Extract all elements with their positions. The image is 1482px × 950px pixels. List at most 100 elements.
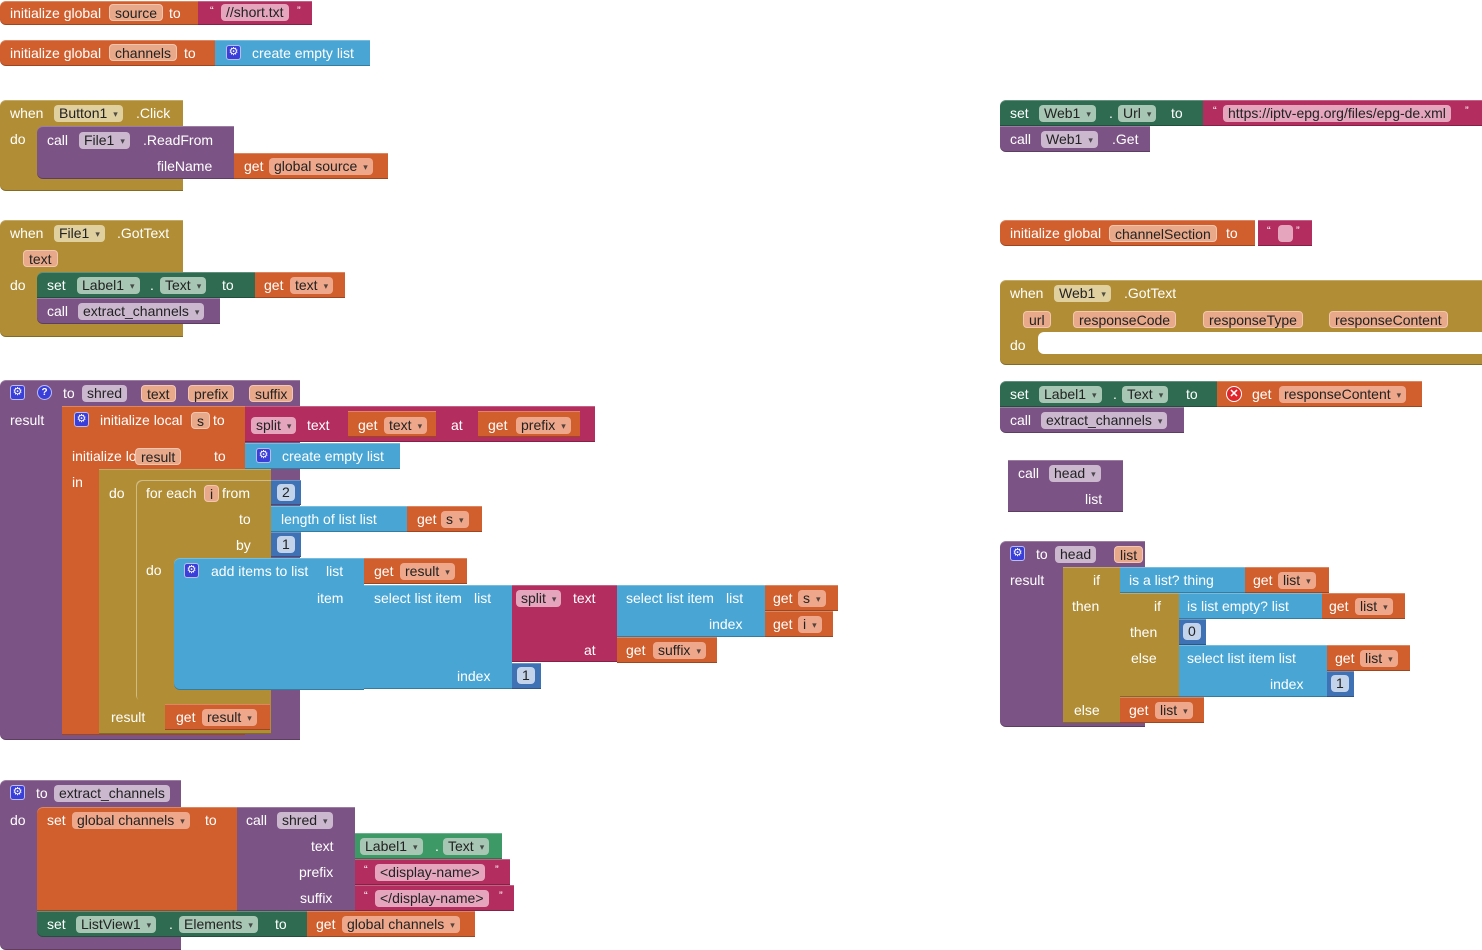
text-string-empty[interactable]: “ ”: [1258, 220, 1312, 246]
string-value[interactable]: </display-name>: [375, 890, 489, 907]
if-then-else-outer-block[interactable]: if then else: [1063, 567, 1120, 723]
set-web1-url-block[interactable]: set Web1 . Url to: [1000, 100, 1208, 126]
is-a-list-block[interactable]: is a list? thing: [1120, 567, 1245, 593]
number-value[interactable]: 2: [277, 484, 295, 501]
component-dropdown-web1[interactable]: Web1: [1039, 105, 1096, 122]
event-param-responsecontent[interactable]: responseContent: [1329, 311, 1448, 328]
procedure-name[interactable]: head: [1055, 546, 1097, 563]
mutator-gear-icon[interactable]: ⚙: [1010, 546, 1025, 561]
component-dropdown-label1[interactable]: Label1: [77, 277, 140, 294]
select-list-item-block[interactable]: select list item list index: [364, 585, 512, 689]
number-value[interactable]: 1: [1331, 675, 1349, 692]
component-dropdown-file1[interactable]: File1: [54, 225, 105, 242]
string-value[interactable]: [1278, 225, 1293, 242]
local-name-result[interactable]: result: [135, 448, 182, 465]
variable-dropdown[interactable]: prefix: [516, 417, 571, 434]
variable-dropdown[interactable]: suffix: [653, 642, 706, 659]
procedure-dropdown[interactable]: extract_channels: [78, 303, 205, 320]
variable-dropdown[interactable]: global channels: [72, 812, 190, 829]
init-global-channels-block[interactable]: initialize global channels to: [0, 40, 215, 66]
call-web1-get-block[interactable]: call Web1 .Get: [1000, 126, 1150, 152]
string-value[interactable]: https://iptv-epg.org/files/epg-de.xml: [1223, 105, 1451, 122]
component-dropdown-listview1[interactable]: ListView1: [76, 916, 157, 933]
get-s-block[interactable]: get s: [765, 585, 838, 611]
select-list-item-block[interactable]: select list item list index: [1179, 645, 1327, 697]
set-listview1-elements-block[interactable]: set ListView1 . Elements to: [37, 911, 307, 937]
get-text-block[interactable]: get text: [348, 411, 436, 437]
property-dropdown-text[interactable]: Text: [443, 838, 490, 855]
get-text-block[interactable]: get text: [255, 272, 345, 298]
split-text-block-inner[interactable]: split text at: [512, 585, 617, 662]
variable-dropdown[interactable]: result: [202, 709, 257, 726]
create-empty-list-block[interactable]: ⚙ create empty list: [245, 443, 400, 469]
mutator-gear-icon[interactable]: ⚙: [10, 385, 25, 400]
loop-var-i[interactable]: i: [204, 485, 220, 502]
get-global-channels-block[interactable]: get global channels: [307, 911, 475, 937]
variable-dropdown[interactable]: text: [290, 277, 334, 294]
get-responsecontent-block[interactable]: ✕ get responseContent: [1217, 381, 1422, 407]
select-list-item-inner-block[interactable]: select list item list index: [617, 585, 765, 637]
create-empty-list-block[interactable]: ⚙ create empty list: [215, 40, 370, 66]
mutator-gear-icon[interactable]: ⚙: [74, 412, 89, 427]
text-string-prefix[interactable]: “ <display-name> ”: [355, 859, 510, 885]
mutator-gear-icon[interactable]: ⚙: [226, 45, 241, 60]
text-string-block[interactable]: “ //short.txt ”: [198, 1, 312, 25]
set-label1-text-block[interactable]: set Label1 . Text to: [1000, 381, 1217, 407]
add-items-to-list-block[interactable]: ⚙ add items to list list item: [174, 558, 364, 690]
number-value[interactable]: 1: [517, 667, 535, 684]
mutator-gear-icon[interactable]: ⚙: [10, 785, 25, 800]
set-global-channels-block[interactable]: set global channels to: [37, 807, 237, 911]
property-dropdown-text[interactable]: Text: [160, 277, 207, 294]
component-dropdown-web1[interactable]: Web1: [1041, 131, 1098, 148]
number-block-zero[interactable]: 0: [1179, 619, 1206, 645]
procedure-dropdown[interactable]: extract_channels: [1041, 412, 1168, 429]
get-list-block[interactable]: get list: [1322, 593, 1405, 619]
number-block-by[interactable]: 1: [271, 532, 301, 557]
set-label1-text-block[interactable]: set Label1 . Text to: [37, 272, 255, 298]
get-prefix-block[interactable]: get prefix: [478, 411, 580, 437]
param-list[interactable]: list: [1114, 546, 1144, 563]
procedure-name[interactable]: shred: [82, 385, 128, 402]
variable-dropdown[interactable]: global source: [269, 158, 373, 175]
get-i-block[interactable]: get i: [765, 611, 833, 637]
event-param-url[interactable]: url: [1023, 311, 1051, 328]
event-param-text[interactable]: text: [23, 250, 58, 267]
get-suffix-block[interactable]: get suffix: [617, 637, 717, 663]
variable-dropdown[interactable]: list: [1355, 598, 1393, 615]
component-dropdown-label1[interactable]: Label1: [1039, 386, 1102, 403]
variable-dropdown[interactable]: s: [798, 590, 826, 607]
number-block-from[interactable]: 2: [271, 480, 301, 505]
global-name-channels[interactable]: channels: [109, 44, 178, 61]
property-dropdown-url[interactable]: Url: [1118, 105, 1157, 122]
label1-text-getter-block[interactable]: Label1 . Text: [355, 833, 502, 859]
procedure-dropdown[interactable]: head: [1049, 465, 1101, 482]
number-value[interactable]: 0: [1183, 623, 1201, 640]
text-string-suffix[interactable]: “ </display-name> ”: [355, 885, 514, 911]
param-text[interactable]: text: [141, 385, 176, 402]
event-param-responsetype[interactable]: responseType: [1203, 311, 1303, 328]
variable-dropdown[interactable]: s: [441, 511, 469, 528]
get-list-block[interactable]: get list: [1245, 567, 1329, 593]
string-value[interactable]: <display-name>: [375, 864, 485, 881]
variable-dropdown[interactable]: text: [384, 417, 428, 434]
property-dropdown-elements[interactable]: Elements: [179, 916, 258, 933]
param-prefix[interactable]: prefix: [188, 385, 235, 402]
call-extract-channels-block[interactable]: call extract_channels: [37, 298, 220, 324]
length-of-list-block[interactable]: length of list list: [271, 506, 407, 532]
string-value[interactable]: //short.txt: [221, 4, 289, 21]
number-value[interactable]: 1: [277, 536, 295, 553]
call-extract-channels-block[interactable]: call extract_channels: [1000, 407, 1184, 433]
get-s-block[interactable]: get s: [407, 506, 482, 532]
event-web1-gottext[interactable]: when Web1 .GotText url responseCode resp…: [1000, 280, 1482, 365]
variable-dropdown[interactable]: result: [400, 563, 455, 580]
call-file1-readfrom[interactable]: call File1 .ReadFrom fileName: [37, 126, 234, 179]
split-dropdown[interactable]: split: [251, 417, 297, 434]
mutator-gear-icon[interactable]: ⚙: [256, 448, 271, 463]
component-dropdown-file1[interactable]: File1: [79, 132, 130, 149]
empty-do-slot[interactable]: [1038, 332, 1482, 354]
get-global-source-block[interactable]: get global source: [234, 153, 388, 179]
init-global-source-block[interactable]: initialize global source to: [0, 1, 203, 25]
call-shred-block[interactable]: call shred text prefix suffix: [237, 807, 355, 911]
variable-dropdown[interactable]: i: [798, 616, 822, 633]
text-string-url[interactable]: “ https://iptv-epg.org/files/epg-de.xml …: [1203, 100, 1482, 126]
